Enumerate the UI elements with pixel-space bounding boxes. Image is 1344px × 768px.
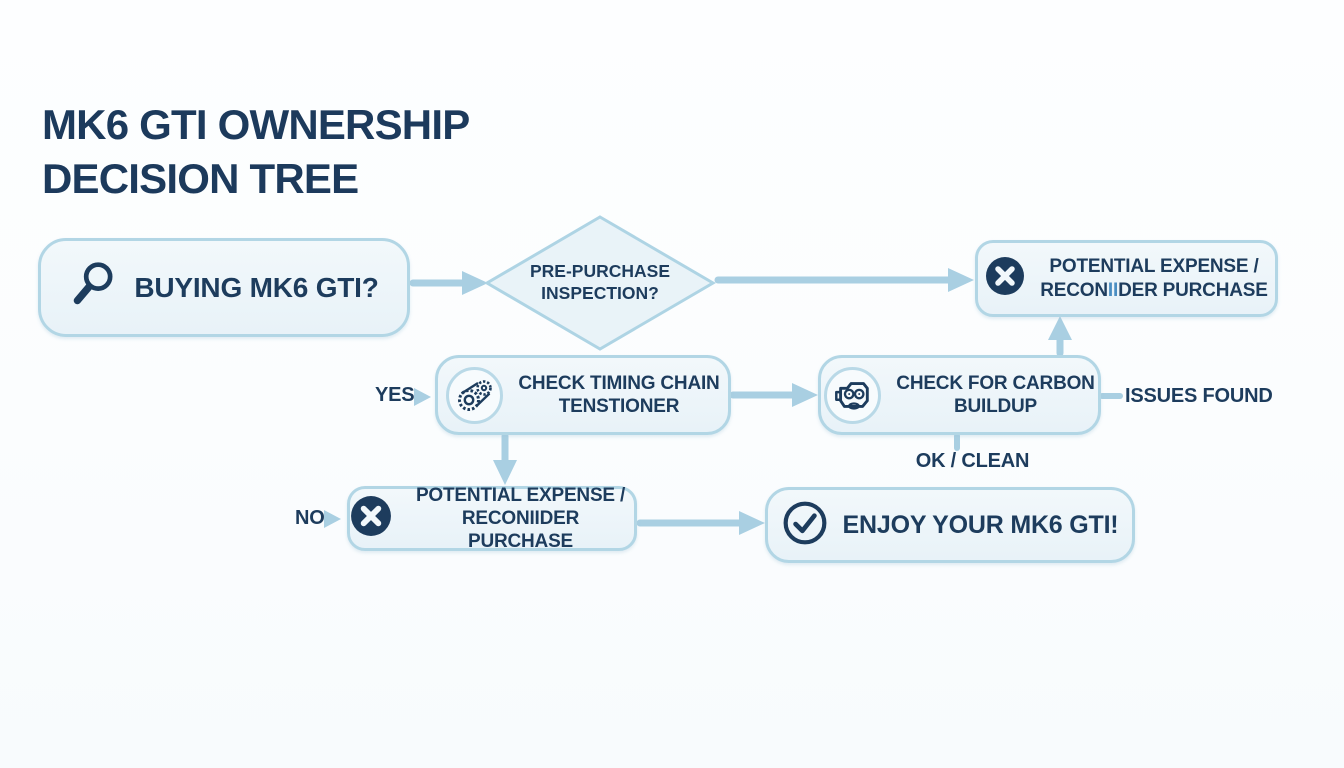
node-label-line1: POTENTIAL EXPENSE / bbox=[1049, 256, 1259, 278]
edge-label-ok-clean: OK / CLEAN bbox=[915, 450, 1030, 472]
x-circle-icon bbox=[985, 256, 1025, 301]
node-check-carbon-buildup: CHECK FOR CARBON BUILDUP bbox=[818, 355, 1101, 435]
timing-chain-icon bbox=[446, 366, 504, 424]
node-label: BUYING MK6 GTI? bbox=[134, 271, 379, 303]
node-potential-expense-top: POTENTIAL EXPENSE / RECONIIDER PURCHASE bbox=[975, 240, 1278, 317]
node-label-line1: CHECK TIMING CHAIN bbox=[518, 372, 720, 394]
edge-label-issues-found: ISSUES FOUND bbox=[1125, 385, 1273, 407]
arrow-timing-to-expense-bottom bbox=[493, 432, 517, 485]
node-enjoy-mk6-gti: ENJOY YOUR MK6 GTI! bbox=[765, 487, 1135, 563]
page-title-line2: DECISION TREE bbox=[42, 154, 359, 202]
node-label: POTENTIAL EXPENSE / RECONIIDER PURCHASE bbox=[1040, 255, 1268, 302]
page-title: MK6 GTI OWNERSHIP DECISION TREE bbox=[42, 98, 470, 206]
node-label-line1: POTENTIAL EXPENSE / bbox=[415, 484, 626, 506]
arrow-decision-to-expense-top bbox=[714, 268, 974, 292]
node-label: POTENTIAL EXPENSE / RECONIIDER PURCHASE bbox=[407, 484, 634, 554]
node-buying-mk6-gti: BUYING MK6 GTI? bbox=[38, 238, 410, 337]
label-segment-glitch: II bbox=[1107, 279, 1119, 301]
node-label: CHECK TIMING CHAIN TENSTIONER bbox=[518, 372, 719, 418]
label-segment: RECON bbox=[1040, 279, 1108, 301]
node-pre-purchase-inspection-shape bbox=[484, 215, 716, 351]
node-label-line1: PRE-PURCHASE bbox=[529, 261, 671, 282]
node-label-line2: INSPECTION? bbox=[541, 283, 659, 303]
node-label: ENJOY YOUR MK6 GTI! bbox=[842, 510, 1119, 539]
label-segment: DER PURCHASE bbox=[1118, 279, 1268, 301]
node-pre-purchase-inspection: PRE-PURCHASE INSPECTION? bbox=[484, 214, 716, 352]
node-label-line2: BUILDUP bbox=[953, 396, 1038, 417]
arrow-start-to-decision bbox=[409, 271, 488, 295]
no-arrowhead-icon bbox=[324, 510, 341, 528]
page-title-line1: MK6 GTI OWNERSHIP bbox=[42, 101, 470, 148]
arrow-expense-bottom-to-enjoy bbox=[636, 511, 765, 535]
yes-arrowhead-icon bbox=[414, 388, 431, 406]
arrow-timing-to-carbon bbox=[729, 383, 818, 407]
node-label-line2: RECONIIDER PURCHASE bbox=[461, 507, 580, 553]
magnifier-icon bbox=[69, 260, 119, 315]
edge-label-yes: YES bbox=[375, 384, 415, 406]
node-label-line2: TENSTIONER bbox=[558, 396, 680, 417]
check-circle-icon bbox=[782, 500, 828, 551]
node-potential-expense-bottom: POTENTIAL EXPENSE / RECONIIDER PURCHASE bbox=[347, 484, 637, 554]
node-label: CHECK FOR CARBON BUILDUP bbox=[896, 372, 1095, 418]
arrow-carbon-to-expense-top bbox=[1048, 316, 1072, 357]
node-check-timing-chain: CHECK TIMING CHAIN TENSTIONER bbox=[435, 355, 731, 435]
node-label-line1: CHECK FOR CARBON bbox=[896, 372, 1095, 394]
edge-label-no: NO bbox=[295, 507, 325, 529]
node-label-line2: RECONIIDER PURCHASE bbox=[1040, 279, 1268, 302]
engine-icon bbox=[824, 366, 882, 424]
x-circle-icon bbox=[350, 495, 392, 542]
